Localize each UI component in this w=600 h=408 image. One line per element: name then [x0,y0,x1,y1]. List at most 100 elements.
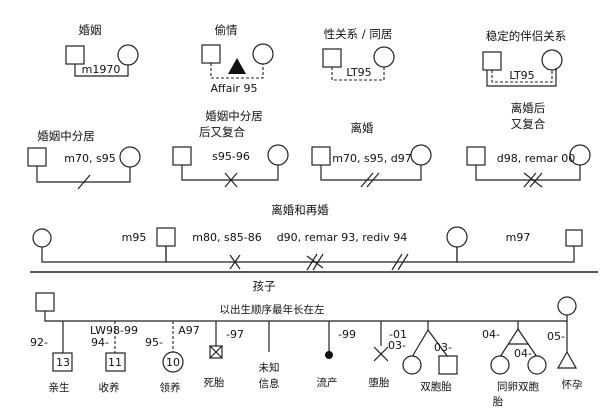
child-8-caption: 双胞胎 [420,380,452,393]
remarriage-d90: d90, remar 93, rediv 94 [277,231,408,244]
cohabit-symbol: 性关系 / 同居 LT95 [322,27,395,81]
remarriage-line-1 [41,246,167,263]
female-circle [117,44,139,66]
divorce-slash-b [366,172,380,188]
stable-symbol: 稳定的伴侣关系 LT95 [482,29,566,87]
remarriage-m80: m80, s85-86 [192,231,261,244]
marriage-date: m1970 [82,63,121,76]
dr-slash-b [529,172,543,188]
div-reunite-date: d98, remar 00 [497,152,576,165]
r-slash-b [312,253,324,271]
cross-b [224,172,238,188]
child-7-year: -01 [389,328,407,341]
child-9-caption: 同卵双胞 [497,381,539,393]
child-8-circle [402,355,422,375]
pregnancy-triangle-icon [228,58,246,74]
r-cross-b [229,254,241,270]
child-8-square [438,355,458,375]
cohabit-date: LT95 [346,66,371,79]
children-note: 以出生顺序最年长在左 [220,303,325,316]
stable-line-inner [486,68,557,87]
child-2-caption: 收养 [99,381,120,394]
separated-reunited-symbol: 婚姻中分居 后又复合 s95-96 [172,109,289,188]
child-3-age: 10 [166,356,180,369]
child-9-year: 04- [482,328,500,341]
cohabit-title: 性关系 / 同居 [324,27,393,41]
stable-date: LT95 [509,69,534,82]
children-title: 孩子 [253,279,276,293]
child-8-twin-lines [411,328,449,358]
female-circle [541,49,563,71]
child-3-year: A97 [178,324,200,337]
child-1-square [52,352,73,372]
male-square [466,146,486,166]
remarriage-symbol: 离婚和再婚 m95 m80, s85-86 d90, remar 93, red… [32,203,583,271]
child-10-caption: 怀孕 [562,379,583,391]
female-circle-1 [32,228,52,248]
r-slash-a [306,253,318,271]
child-9-year2: 04- [514,347,532,360]
child-1-year: 92- [30,336,48,349]
child-1-age: 13 [56,356,70,369]
child-2-square [105,352,126,372]
remarriage-m95: m95 [122,231,147,244]
separated-line [36,166,131,183]
child-10-year: 05- [547,330,565,343]
child-2-year2: 94- [91,336,109,349]
child-8-year2: 03- [434,341,452,354]
child-4-cross-b [209,345,223,359]
parent-line [44,311,568,322]
female-circle-2 [446,226,468,248]
r-cross-c [306,255,324,269]
male-square [65,45,85,65]
children-section: 孩子 以出生顺序最年长在左 13 92- 亲生 11 LW98-99 94- 收… [30,279,583,408]
female-circle [267,144,289,166]
male-square [322,48,342,68]
child-6-caption: 流产 [317,376,338,389]
marriage-line [74,64,129,77]
male-square [156,227,176,247]
affair-line [210,63,264,79]
affair-title: 偷情 [215,23,238,37]
affair-date: Affair 95 [211,82,258,95]
div-reunite-title-1: 离婚后 [511,101,546,115]
mother-circle [557,296,577,316]
remarriage-m97: m97 [506,231,531,244]
child-3-year2: 95- [145,336,163,349]
sep-reunite-date: s95-96 [212,150,250,163]
female-circle [252,43,274,65]
child-7-cross-b [373,346,389,362]
child-5-caption2: 信息 [259,377,280,390]
male-square [482,51,502,71]
divorce-date: m70, s95, d97 [332,152,411,165]
father-square [35,292,55,312]
male-square [201,44,221,64]
child-3-circle [162,351,184,373]
affair-symbol: 偷情 Affair 95 [201,23,274,95]
male-square [27,147,47,167]
male-square-2 [565,229,583,247]
female-circle [119,146,141,168]
child-4-caption: 死胎 [204,376,225,389]
child-6-year: -99 [338,328,356,341]
divorce-reunite-symbol: 离婚后 又复合 d98, remar 00 [466,101,591,188]
child-2-age: 11 [108,356,122,369]
separated-symbol: 婚姻中分居 m70, s95 [27,129,141,190]
sep-reunite-line [181,165,279,181]
remarriage-title: 离婚和再婚 [271,203,329,217]
dr-slash-a [523,172,537,188]
dr-cross [523,172,543,188]
divorce-symbol: 离婚 m70, s95, d97 [311,121,432,188]
child-2-year: LW98-99 [90,324,138,337]
marriage-symbol: 婚姻 m1970 [65,23,139,77]
divorce-title: 离婚 [351,121,374,135]
div-reunite-line [475,165,581,181]
remarriage-line-3 [456,246,575,263]
sep-reunite-title-2: 后又复合 [199,125,245,139]
child-4-year: -97 [226,328,244,341]
r-slash-c [391,253,403,271]
child-7-caption: 堕胎 [369,376,390,389]
sep-reunite-title-1: 婚姻中分居 [205,109,263,123]
separation-slash [77,174,91,190]
